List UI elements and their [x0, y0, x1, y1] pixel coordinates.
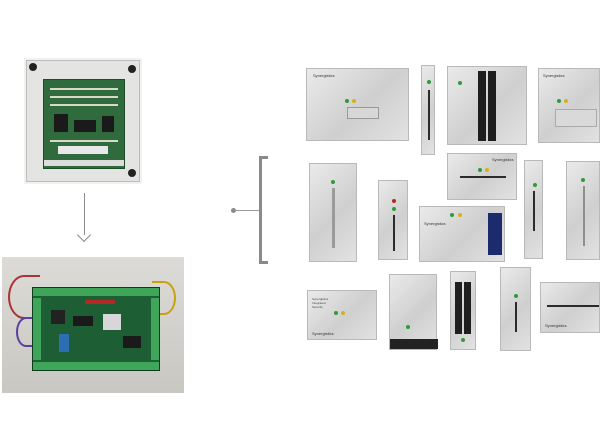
- bracket-bottom: [259, 261, 268, 264]
- wire: [152, 281, 176, 315]
- reader-pad: [488, 213, 502, 255]
- card-slot: [583, 186, 585, 246]
- wire: [16, 317, 36, 347]
- led-green: [557, 99, 561, 103]
- led-yellow: [341, 311, 345, 315]
- circuit-board: [43, 79, 125, 169]
- led-green: [461, 338, 465, 342]
- wall-box: [2, 257, 184, 393]
- led-green: [533, 183, 537, 187]
- led-green: [514, 294, 518, 298]
- keypad-reader: Synergistics: [538, 68, 600, 143]
- bracket: [259, 156, 262, 264]
- mullion-reader: [309, 163, 357, 262]
- swipe-reader: Synergistics: [540, 282, 600, 333]
- screw-icon: [29, 63, 37, 71]
- arrow-line: [84, 193, 85, 235]
- card-slot: [460, 176, 506, 178]
- brand-label: Synergistics: [543, 73, 565, 78]
- label-line: Integrated: [312, 301, 326, 305]
- card-slot: [332, 188, 335, 248]
- card-slot: [428, 90, 430, 140]
- card-slot: [515, 302, 517, 332]
- installed-controller-photo: [2, 257, 184, 393]
- keypad-reader: [389, 274, 438, 350]
- led-green: [478, 168, 482, 172]
- brand-label: Synergistics: [312, 331, 334, 336]
- screw-icon: [128, 169, 136, 177]
- led-yellow: [485, 168, 489, 172]
- card-slot: [488, 71, 496, 141]
- card-slot: [533, 191, 535, 231]
- brand-label: Synergistics: [424, 221, 446, 226]
- keypad-strip: [390, 339, 438, 349]
- led-green: [345, 99, 349, 103]
- brand-label: Synergistics: [545, 323, 567, 328]
- card-slot: [547, 305, 599, 307]
- mullion-reader: [566, 161, 600, 260]
- slim-reader: [500, 267, 531, 351]
- led-green: [331, 180, 335, 184]
- slim-swipe-reader: [524, 160, 543, 259]
- led-green: [458, 81, 462, 85]
- led-yellow: [352, 99, 356, 103]
- led-green: [406, 325, 410, 329]
- card-slot: [393, 215, 395, 251]
- proximity-reader: Synergistics: [419, 206, 505, 262]
- card-slot: [455, 282, 462, 334]
- led-green: [581, 178, 585, 182]
- display-window: [555, 109, 597, 127]
- controller-board-photo: [24, 58, 142, 184]
- display-window: [347, 107, 379, 119]
- led-green: [450, 213, 454, 217]
- bracket-dot: [231, 208, 236, 213]
- led-yellow: [564, 99, 568, 103]
- slim-reader: [378, 180, 408, 260]
- label-reader: Synergistics Integrated Security Synergi…: [307, 290, 377, 340]
- brand-label: Synergistics: [313, 73, 335, 78]
- dual-swipe-reader: [447, 66, 527, 145]
- screw-icon: [128, 65, 136, 73]
- bracket-top: [259, 156, 268, 159]
- enclosure: [26, 60, 140, 182]
- led-green: [427, 80, 431, 84]
- card-slot: [464, 282, 471, 334]
- brand-label: Synergistics: [492, 157, 514, 162]
- arrow-down-icon: [76, 227, 92, 243]
- card-slot: [478, 71, 486, 141]
- led-green: [392, 207, 396, 211]
- led-green: [334, 311, 338, 315]
- circuit-board: [32, 287, 160, 371]
- label-line: Synergistics: [312, 297, 329, 301]
- slim-swipe-reader: [421, 65, 435, 155]
- label-line: Security: [312, 305, 323, 309]
- led-red: [392, 199, 396, 203]
- bracket-stem: [235, 210, 260, 211]
- swipe-reader: Synergistics: [447, 153, 517, 200]
- led-yellow: [458, 213, 462, 217]
- keypad-reader: Synergistics: [306, 68, 409, 141]
- dual-swipe-reader: [450, 271, 476, 350]
